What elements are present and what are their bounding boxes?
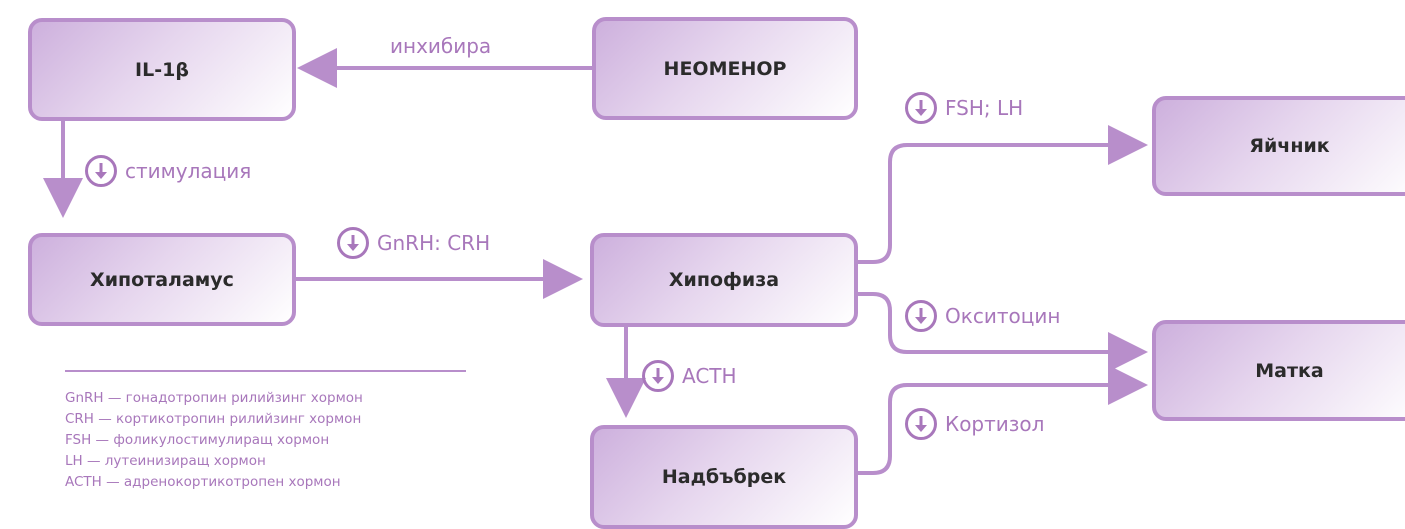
arrow-pituitary-to-uterus xyxy=(856,292,1148,372)
down-arrow-circle-icon xyxy=(905,408,937,440)
edge-label-acth: ACTH xyxy=(642,360,737,392)
down-arrow-circle-icon xyxy=(905,92,937,124)
legend-abbr: CRH xyxy=(65,411,94,427)
legend-item: ACTH — адренокортикотропен хормон xyxy=(65,472,363,493)
legend-divider xyxy=(65,370,466,372)
down-arrow-circle-icon xyxy=(642,360,674,392)
down-arrow-circle-icon xyxy=(85,155,117,187)
node-hypothalamus: Хипоталамус xyxy=(28,233,296,326)
node-adrenal: Надбъбрек xyxy=(590,425,858,529)
legend-text: — фоликулостимулиращ хормон xyxy=(91,432,330,448)
legend-abbr: FSH xyxy=(65,432,92,448)
abbreviation-legend: GnRH — гонадотропин рилийзинг хормон CRH… xyxy=(65,388,363,493)
legend-text: — лутеинизиращ хормон xyxy=(82,453,266,469)
arrow-adrenal-to-uterus xyxy=(856,365,1148,475)
edge-label-stimulation: стимулация xyxy=(85,155,251,187)
node-pituitary: Хипофиза xyxy=(590,233,858,327)
oxytocin-text: Окситоцин xyxy=(945,304,1061,328)
legend-text: — кортикотропин рилийзинг хормон xyxy=(93,411,362,427)
legend-abbr: GnRH xyxy=(65,390,104,406)
legend-item: CRH — кортикотропин рилийзинг хормон xyxy=(65,409,363,430)
legend-item: LH — лутеинизиращ хормон xyxy=(65,451,363,472)
inhibits-text: инхибира xyxy=(390,34,492,58)
legend-text: — гонадотропин рилийзинг хормон xyxy=(103,390,363,406)
edge-label-inhibits: инхибира xyxy=(390,34,491,58)
edge-label-oxytocin: Окситоцин xyxy=(905,300,1060,332)
legend-item: GnRH — гонадотропин рилийзинг хормон xyxy=(65,388,363,409)
node-il1b: IL-1β xyxy=(28,18,296,121)
node-ovary: Яйчник xyxy=(1152,96,1405,196)
edge-label-cortisol: Кортизол xyxy=(905,408,1044,440)
gnrh-crh-text: GnRH: CRH xyxy=(377,231,491,255)
legend-abbr: ACTH xyxy=(65,474,102,490)
stimulation-text: стимулация xyxy=(125,159,252,183)
edge-label-fsh-lh: FSH; LH xyxy=(905,92,1023,124)
arrow-pituitary-to-ovary xyxy=(856,125,1148,264)
acth-text: ACTH xyxy=(682,364,737,388)
edge-label-gnrh-crh: GnRH: CRH xyxy=(337,227,490,259)
legend-item: FSH — фоликулостимулиращ хормон xyxy=(65,430,363,451)
legend-abbr: LH xyxy=(65,453,83,469)
cortisol-text: Кортизол xyxy=(945,412,1045,436)
legend-text: — адренокортикотропен хормон xyxy=(101,474,341,490)
node-neomenor: НЕОМЕНОР xyxy=(592,17,858,120)
down-arrow-circle-icon xyxy=(337,227,369,259)
node-uterus: Матка xyxy=(1152,320,1405,421)
down-arrow-circle-icon xyxy=(905,300,937,332)
fsh-lh-text: FSH; LH xyxy=(945,96,1024,120)
